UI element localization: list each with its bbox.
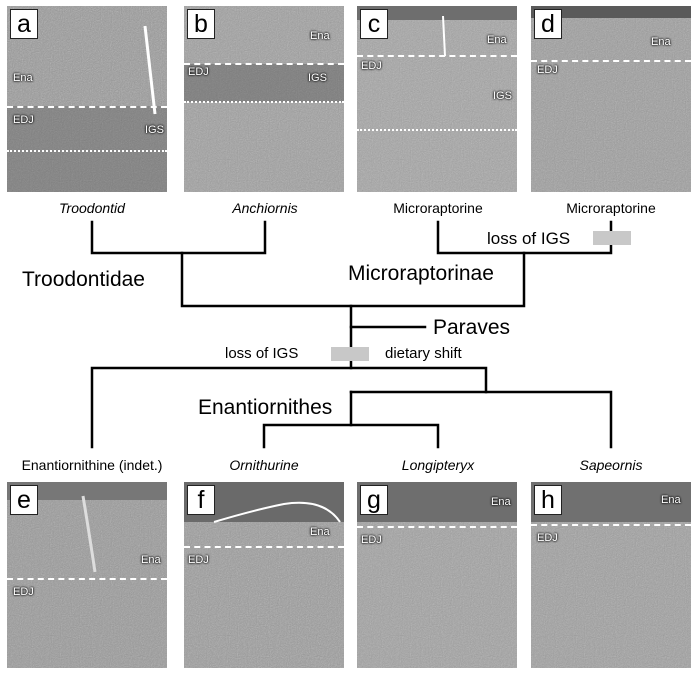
panel-c: c Ena EDJ IGS: [357, 6, 517, 192]
igs-boundary-line: [184, 101, 344, 103]
panel-letter: d: [534, 9, 562, 39]
edj-line: [7, 106, 167, 108]
panel-letter: b: [187, 9, 215, 39]
label-ena: Ena: [13, 72, 33, 84]
panel-letter: f: [187, 485, 215, 515]
edj-line: [184, 546, 344, 548]
event-bar: [331, 347, 369, 361]
panel-b: b Ena EDJ IGS: [184, 6, 344, 192]
clade-enantiornithes: Enantiornithes: [198, 396, 333, 419]
label-edj: EDJ: [13, 586, 34, 598]
panel-letter: h: [534, 485, 562, 515]
label-ena: Ena: [491, 496, 511, 508]
edj-line: [7, 578, 167, 580]
label-edj: EDJ: [13, 114, 34, 126]
label-ena: Ena: [141, 554, 161, 566]
label-ena: Ena: [651, 36, 671, 48]
edj-line: [357, 526, 517, 528]
label-edj: EDJ: [361, 60, 382, 72]
taxon-label: Longipteryx: [401, 457, 475, 473]
label-ena: Ena: [487, 34, 507, 46]
edj-line: [357, 55, 517, 57]
panel-d: d Ena EDJ: [531, 6, 691, 192]
clade-microraptorinae: Microraptorinae: [348, 262, 494, 285]
clade-paraves: Paraves: [433, 316, 511, 339]
label-edj: EDJ: [537, 64, 558, 76]
event-dietary-shift: dietary shift: [385, 345, 462, 362]
branch-enantiornithes-pair: [262, 423, 440, 449]
event-bar: [593, 231, 631, 245]
label-igs: IGS: [493, 90, 512, 102]
igs-boundary-line: [7, 150, 167, 152]
taxon-label: Troodontid: [59, 200, 125, 216]
edj-line: [531, 524, 691, 526]
label-igs: IGS: [145, 124, 164, 136]
branch-ornithothoraces: [349, 390, 613, 449]
label-ena: Ena: [661, 494, 681, 506]
panel-letter: c: [360, 9, 388, 39]
edj-line: [184, 63, 344, 65]
panel-g: g Ena EDJ: [357, 482, 517, 668]
label-edj: EDJ: [537, 532, 558, 544]
label-ena: Ena: [310, 30, 330, 42]
panel-f: f Ena EDJ: [184, 482, 344, 668]
label-edj: EDJ: [188, 66, 209, 78]
branch-troodontidae: [90, 220, 267, 255]
panel-a: a Ena EDJ IGS: [7, 6, 167, 192]
taxon-label: Ornithurine: [229, 457, 299, 473]
clade-troodontidae: Troodontidae: [22, 268, 145, 291]
label-edj: EDJ: [361, 534, 382, 546]
taxon-label: Enantiornithine (indet.): [21, 457, 163, 473]
panel-letter: a: [10, 9, 38, 39]
edj-line: [531, 60, 691, 62]
event-loss-igs: loss of IGS: [487, 229, 571, 248]
panel-letter: g: [360, 485, 388, 515]
taxon-label: Microraptorine: [393, 200, 483, 216]
event-loss-igs: loss of IGS: [225, 345, 299, 362]
taxon-label: Microraptorine: [566, 200, 656, 216]
label-edj: EDJ: [188, 554, 209, 566]
panel-e: e Ena EDJ: [7, 482, 167, 668]
igs-boundary-line: [357, 129, 517, 131]
taxon-label: Sapeornis: [579, 457, 643, 473]
panel-letter: e: [10, 485, 38, 515]
label-ena: Ena: [310, 526, 330, 538]
taxon-label: Anchiornis: [232, 200, 298, 216]
panel-h: h Ena EDJ: [531, 482, 691, 668]
label-igs: IGS: [308, 72, 327, 84]
